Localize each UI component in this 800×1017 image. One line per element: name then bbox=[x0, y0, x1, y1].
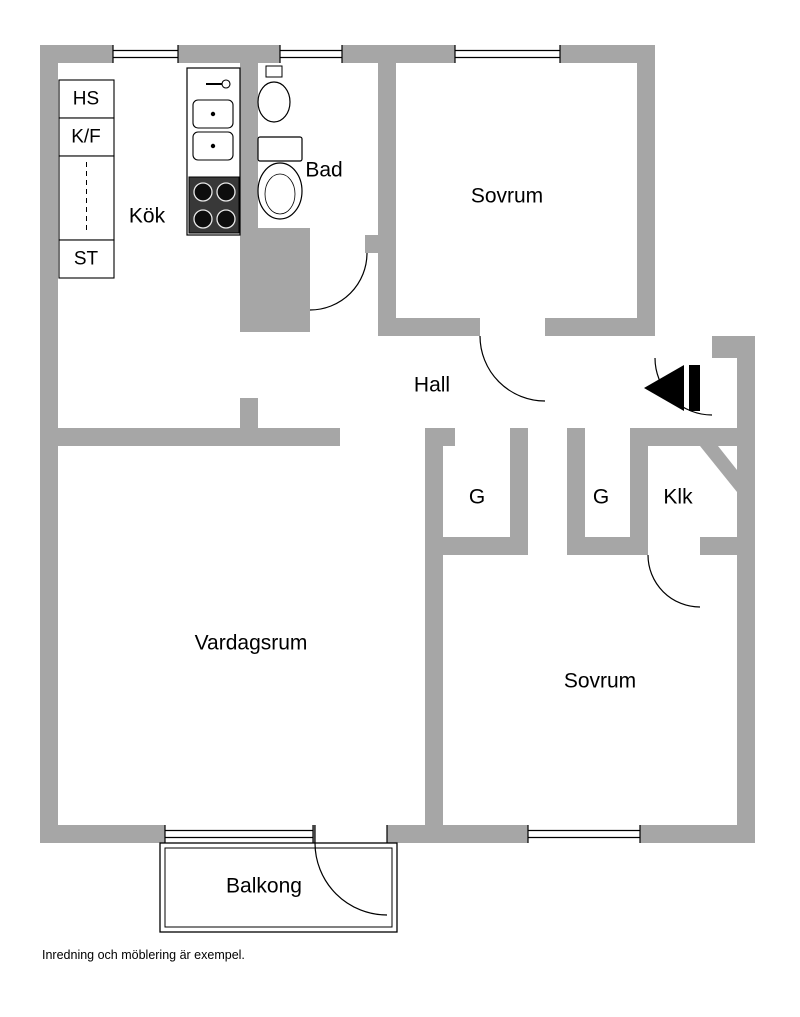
wall-diagonal-klk bbox=[700, 446, 737, 492]
balcony-outline bbox=[159, 842, 398, 933]
room-label-bathroom: Bad bbox=[305, 158, 343, 182]
wall-bedroom-top-bottom-left bbox=[378, 318, 480, 336]
wall-livingroom-top-right bbox=[258, 428, 340, 446]
kitchen-fixtures bbox=[186, 67, 241, 236]
wall-livingroom-top-left bbox=[58, 428, 240, 446]
door-arc-bedroom-top bbox=[479, 335, 546, 402]
wall-right bbox=[737, 336, 755, 843]
wall-bedroom-top-right bbox=[637, 45, 655, 336]
wall-closet-top-d bbox=[630, 428, 737, 446]
window-kitchen bbox=[112, 45, 179, 63]
room-label-living-room: Vardagsrum bbox=[194, 631, 308, 655]
wall-entry-stub bbox=[712, 336, 755, 358]
bathroom-faucet bbox=[265, 65, 283, 78]
balcony-door-opening bbox=[314, 825, 388, 843]
wall-bath-bedroom-divider bbox=[378, 63, 396, 336]
room-label-bedroom-bottom: Sovrum bbox=[563, 669, 637, 693]
wall-closet-bottom-c bbox=[700, 537, 737, 555]
room-label-closet: Klk bbox=[663, 485, 693, 509]
cabinet-label-st: ST bbox=[73, 248, 99, 270]
room-label-hall: Hall bbox=[413, 373, 451, 397]
toilet-bowl bbox=[257, 162, 303, 220]
window-bathroom bbox=[279, 45, 343, 63]
stove-burner bbox=[193, 182, 213, 202]
wall-wardrobe1-right bbox=[510, 446, 528, 555]
window-bedroom-bottom bbox=[527, 825, 641, 843]
wall-livingroom-right bbox=[425, 428, 443, 825]
windows bbox=[112, 45, 641, 843]
room-label-balcony: Balkong bbox=[226, 874, 302, 898]
room-label-kitchen: Kök bbox=[128, 204, 166, 228]
entrance-arrow-icon bbox=[644, 365, 700, 411]
stove-burner bbox=[216, 209, 236, 229]
walls bbox=[40, 45, 755, 843]
caption: Inredning och möblering är exempel. bbox=[42, 948, 245, 962]
bathroom-fixtures bbox=[257, 65, 303, 220]
door-arc-balcony bbox=[314, 842, 388, 916]
wall-bedroom-top-bottom-right bbox=[545, 318, 655, 336]
wall-bath-door-stub bbox=[365, 235, 378, 253]
wall-closet-bottom-a bbox=[443, 537, 528, 555]
room-label-bedroom-top: Sovrum bbox=[470, 184, 544, 208]
cabinet-label-hs: HS bbox=[72, 88, 100, 110]
wall-closet-bottom-b bbox=[567, 537, 648, 555]
wall-shaft-block bbox=[240, 228, 310, 332]
cabinet-label-kf: K/F bbox=[71, 126, 101, 148]
window-livingroom bbox=[164, 825, 314, 843]
wall-kitchen-right bbox=[240, 63, 258, 228]
wall-closet-top-b bbox=[510, 428, 528, 446]
room-label-wardrobe-left: G bbox=[468, 485, 486, 509]
kitchen-cabinet-boxes bbox=[58, 79, 115, 279]
wall-wardrobe2-left bbox=[567, 446, 585, 555]
wall-closet-left bbox=[630, 446, 648, 555]
wall-bottom bbox=[40, 825, 755, 843]
door-arc-bathroom bbox=[309, 252, 368, 311]
toilet-tank bbox=[257, 136, 303, 162]
room-label-wardrobe-right: G bbox=[592, 485, 610, 509]
stove-burner bbox=[216, 182, 236, 202]
wall-left bbox=[40, 45, 58, 843]
cabinet-hs-box bbox=[58, 79, 115, 119]
window-bedroom-top bbox=[454, 45, 561, 63]
cabinet-st-box bbox=[58, 239, 115, 279]
bathroom-sink bbox=[257, 81, 291, 123]
wall-closet-top-c bbox=[567, 428, 585, 446]
stove-burner bbox=[193, 209, 213, 229]
wall-kitchen-stub bbox=[240, 398, 258, 446]
cabinet-kf-box bbox=[58, 117, 115, 157]
door-arc-klk bbox=[647, 554, 701, 608]
